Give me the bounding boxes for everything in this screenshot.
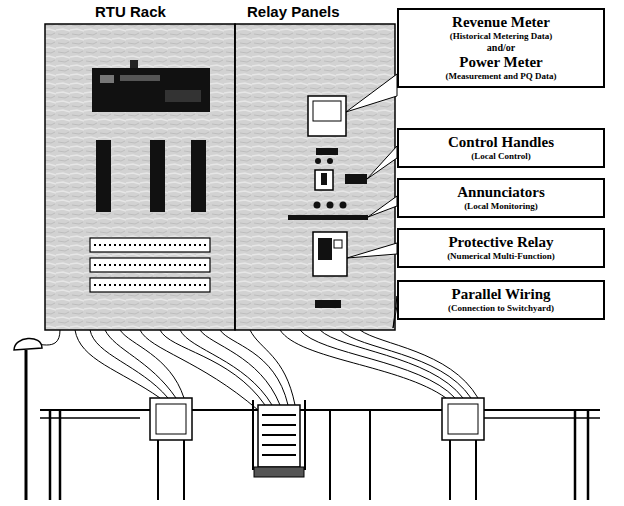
callout-heading: Parallel Wiring (405, 286, 597, 303)
callout-note: (Historical Metering Data) (405, 31, 597, 42)
panel-heading: RTU Rack (95, 3, 166, 21)
callout-box: Control Handles(Local Control) (397, 128, 605, 168)
relay-panel (235, 24, 395, 330)
callout-box: Parallel Wiring(Connection to Switchyard… (397, 280, 605, 320)
callout-note: (Local Monitoring) (405, 201, 597, 212)
panel-heading: Relay Panels (247, 3, 340, 21)
callout-heading: Control Handles (405, 134, 597, 151)
callout-note: and/or (405, 42, 597, 54)
callout-heading: Annunciators (405, 184, 597, 201)
callout-note: (Numerical Multi-Function) (405, 251, 597, 262)
callout-box: Annunciators(Local Monitoring) (397, 178, 605, 218)
switchyard (14, 338, 600, 500)
callout-note: (Local Control) (405, 151, 597, 162)
callout-heading: Power Meter (405, 54, 597, 71)
callout-note: (Measurement and PQ Data) (405, 71, 597, 82)
callout-heading: Revenue Meter (405, 14, 597, 31)
callout-box: Revenue Meter(Historical Metering Data)a… (397, 8, 605, 88)
rtu-rack (45, 24, 235, 330)
parallel-wiring (28, 330, 478, 410)
leader-lines (346, 74, 397, 328)
callout-box: Protective Relay(Numerical Multi-Functio… (397, 228, 605, 268)
callout-note: (Connection to Switchyard) (405, 303, 597, 314)
callout-heading: Protective Relay (405, 234, 597, 251)
